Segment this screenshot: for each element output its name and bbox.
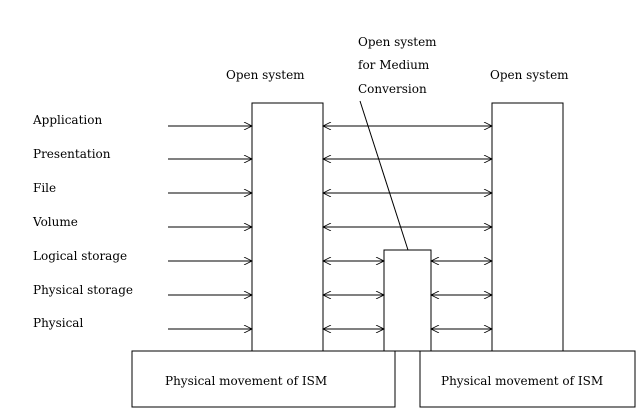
physical-movement-label-left: Physical movement of ISM	[165, 374, 327, 388]
layer-label-physical-storage: Physical storage	[33, 283, 133, 297]
medium-conversion-label-line2: for Medium	[358, 58, 430, 72]
physical-movement-label-right: Physical movement of ISM	[441, 374, 603, 388]
physical-movement-box-left	[131, 350, 396, 408]
medium-conversion-label-line1: Open system	[358, 35, 437, 49]
layer-label-volume: Volume	[32, 215, 78, 229]
medium-conversion-leader-line	[359, 100, 409, 251]
open-system-left-label: Open system	[226, 68, 305, 82]
layer-label-file: File	[33, 181, 56, 195]
open-system-right-label: Open system	[490, 68, 569, 82]
open-system-left-box	[251, 102, 324, 352]
physical-movement-box-right	[419, 350, 636, 408]
layer-label-logical-storage: Logical storage	[33, 249, 127, 263]
medium-conversion-label-line3: Conversion	[358, 82, 427, 96]
layer-label-physical: Physical	[33, 316, 83, 330]
medium-conversion-box	[383, 249, 432, 352]
open-system-right-box	[491, 102, 564, 352]
layer-label-presentation: Presentation	[33, 147, 111, 161]
layer-label-application: Application	[32, 113, 102, 127]
